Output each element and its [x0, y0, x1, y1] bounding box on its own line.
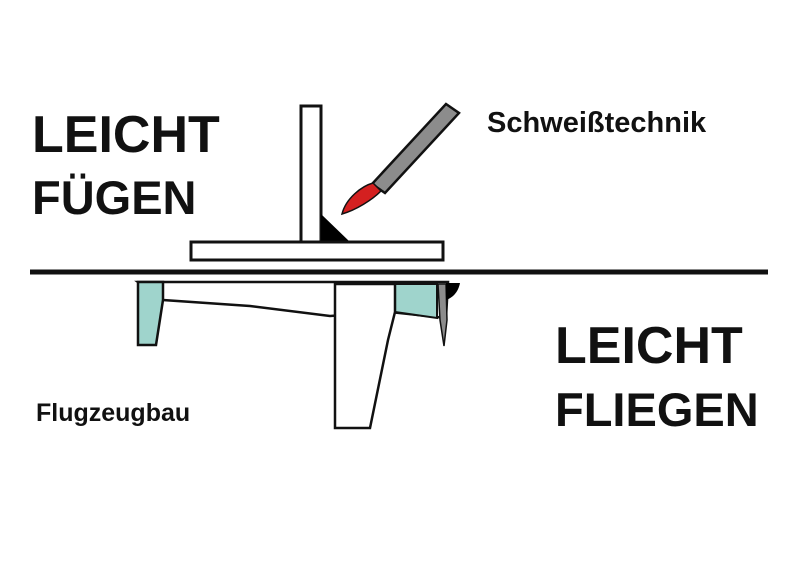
bottom-right-line2: FLIEGEN [555, 383, 759, 436]
aircraft-wing [333, 282, 397, 430]
top-left-line2: FÜGEN [32, 171, 197, 224]
base-plate [189, 240, 445, 262]
aircraft-propeller [437, 283, 448, 347]
welding-torch [370, 102, 461, 195]
aircraft-tail-fin [136, 280, 165, 347]
weld-seam [321, 214, 350, 242]
welding-flame [340, 182, 383, 216]
aircraft-illustration [134, 280, 460, 430]
aircraft-cockpit [394, 283, 438, 320]
bottom-right-line1: LEICHT [555, 317, 743, 375]
vertical-plate [299, 104, 323, 244]
bottom-left-label: Flugzeugbau [36, 399, 190, 427]
aircraft-nose [446, 283, 460, 300]
welding-illustration [189, 102, 461, 262]
top-right-label: Schweißtechnik [487, 107, 707, 139]
top-left-line1: LEICHT [32, 106, 220, 164]
